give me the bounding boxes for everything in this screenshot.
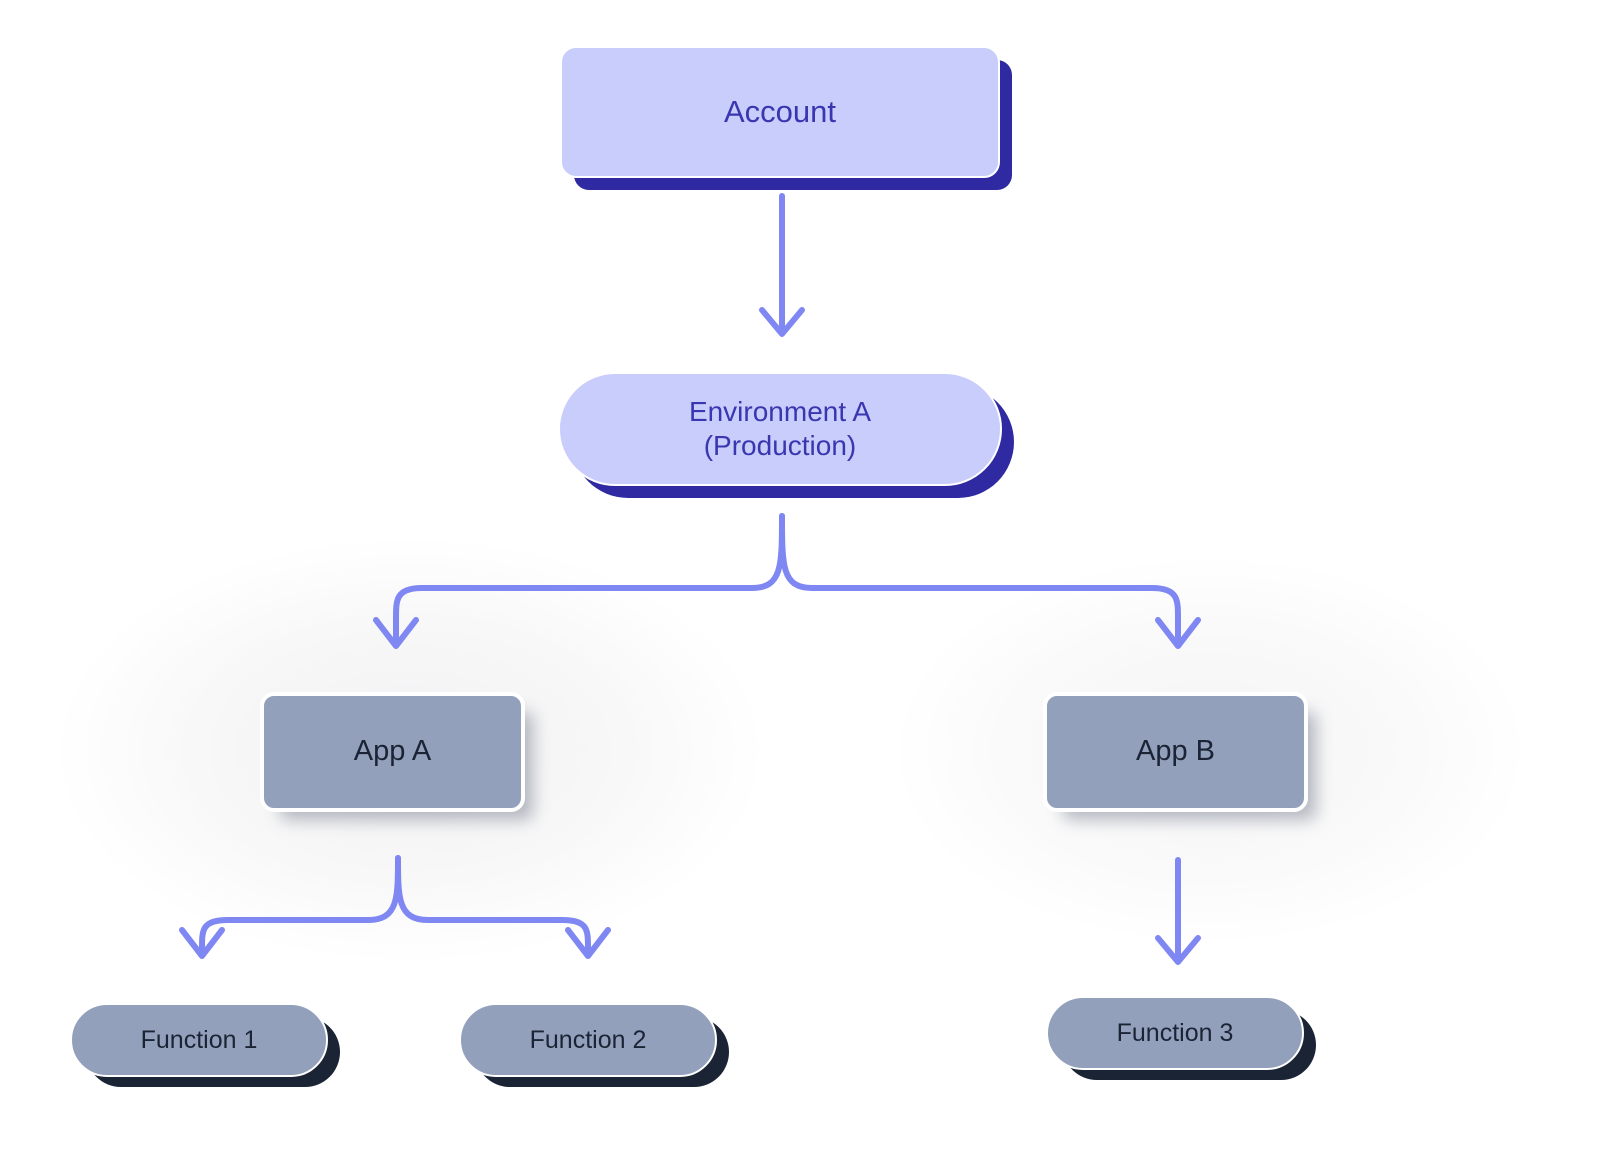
edge-account-to-environment: [759, 193, 805, 337]
node-function-2[interactable]: Function 2: [459, 1003, 717, 1077]
node-function-1-label: Function 1: [140, 1025, 258, 1054]
node-app-b-label: App B: [1136, 735, 1215, 768]
node-environment-a[interactable]: Environment A (Production): [558, 372, 1002, 486]
node-app-a[interactable]: App A: [260, 692, 525, 812]
node-function-3[interactable]: Function 3: [1046, 996, 1304, 1070]
node-function-2-label: Function 2: [529, 1025, 647, 1054]
edge-environment-to-apps: [373, 513, 1201, 649]
edge-appa-to-functions: [179, 855, 611, 959]
edge-appb-to-function3: [1155, 857, 1201, 965]
node-account[interactable]: Account: [560, 46, 1000, 178]
node-account-label: Account: [723, 94, 836, 130]
node-function-1[interactable]: Function 1: [70, 1003, 328, 1077]
node-app-a-label: App A: [353, 735, 432, 768]
node-app-b[interactable]: App B: [1043, 692, 1308, 812]
node-function-3-label: Function 3: [1116, 1018, 1234, 1047]
node-environment-a-label: Environment A (Production): [688, 395, 872, 461]
